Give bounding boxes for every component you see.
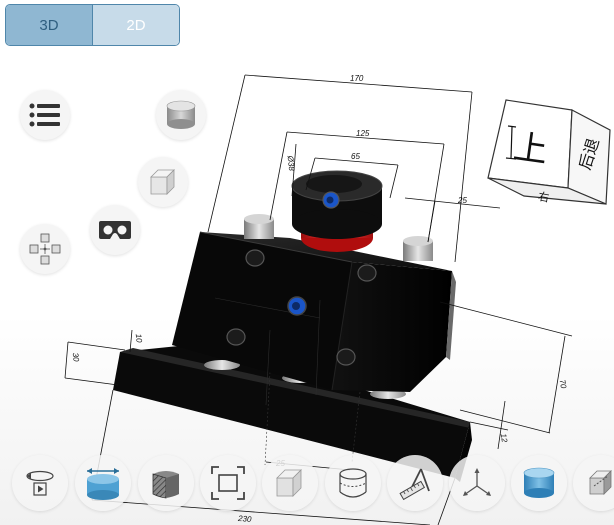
axes-icon (463, 468, 491, 496)
explode-view-button[interactable] (20, 224, 70, 274)
shaded-view-button[interactable] (511, 455, 567, 511)
box-display-button[interactable] (138, 157, 188, 207)
view-mode-toggle: 3D 2D (5, 4, 180, 46)
dim-25-right: 25 (457, 196, 467, 205)
list-icon (29, 103, 60, 127)
wireframe-cylinder-icon (339, 468, 367, 498)
cube-outline-icon (150, 169, 175, 195)
vr-view-button[interactable] (90, 205, 140, 255)
fit-frame-icon (211, 466, 245, 500)
dim-70: 70 (558, 379, 569, 390)
ruler-angle-icon (399, 468, 430, 501)
dim-38: Ø38 (285, 154, 296, 172)
transparency-button[interactable] (262, 455, 318, 511)
transparent-box-icon (276, 469, 302, 497)
dim-10: 10 (134, 333, 144, 343)
view-cube[interactable]: 上 后退 右 (484, 96, 612, 220)
main-block (172, 231, 456, 406)
cylinder-icon (166, 100, 196, 129)
shaded-cylinder-icon (523, 467, 555, 498)
angle-measure-button[interactable] (387, 455, 443, 511)
rotate-play-icon (26, 470, 54, 496)
cylinder-assembly (291, 170, 383, 252)
coordinate-axes-button[interactable] (449, 455, 505, 511)
section-view-button[interactable] (138, 455, 194, 511)
mode-3d-button[interactable]: 3D (6, 5, 92, 45)
vr-goggles-icon (99, 221, 131, 239)
view-box-button[interactable] (573, 455, 614, 511)
cylinder-display-button[interactable] (156, 90, 206, 140)
view-box-icon (589, 470, 612, 495)
auto-rotate-button[interactable] (12, 455, 68, 511)
dim-230: 230 (237, 514, 253, 524)
mode-2d-button[interactable]: 2D (92, 5, 179, 45)
explode-cubes-icon (29, 233, 61, 265)
section-cut-icon (152, 471, 179, 499)
view-cube-front-label[interactable]: 上 (511, 128, 550, 170)
dim-170: 170 (350, 74, 364, 83)
view-cube-bottom-label[interactable]: 右 (537, 189, 550, 205)
standoff-posts (244, 214, 433, 261)
dim-65: 65 (351, 152, 360, 161)
dim-125: 125 (356, 129, 370, 138)
dim-12: 12 (499, 433, 510, 444)
fit-view-button[interactable] (200, 455, 256, 511)
wireframe-button[interactable] (325, 455, 381, 511)
dim-30: 30 (71, 352, 81, 362)
measure-cylinder-icon (87, 468, 119, 500)
parts-list-button[interactable] (20, 90, 70, 140)
bottom-toolbar (0, 455, 614, 515)
measure-tool-button[interactable] (75, 455, 131, 511)
